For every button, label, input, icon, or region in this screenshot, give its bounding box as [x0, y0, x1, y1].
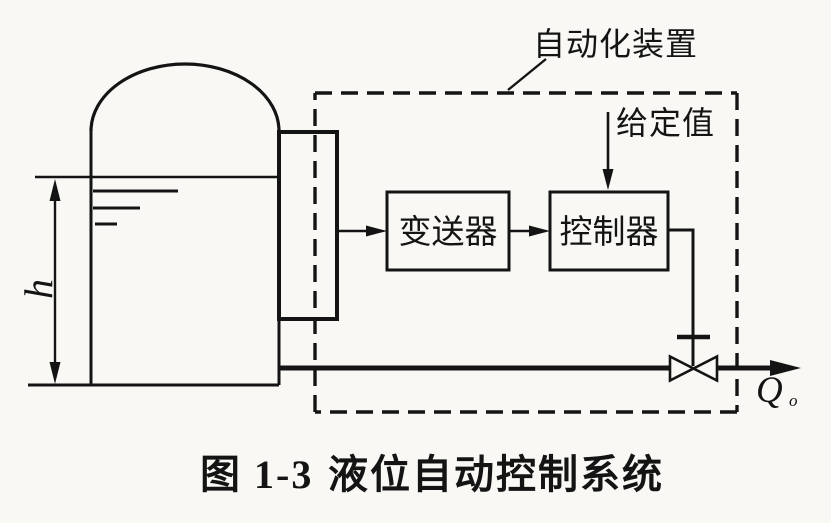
outlet-pipe [279, 360, 801, 376]
setpoint-arrow [602, 112, 614, 190]
automation-label-leader-line [507, 58, 547, 91]
tank [28, 62, 281, 387]
arrow-down-icon [49, 362, 61, 384]
control-valve [668, 354, 719, 383]
figure-caption-title: 液位自动控制系统 [328, 452, 664, 497]
controller-label: 控制器 [560, 213, 659, 250]
controller-output-line [668, 228, 695, 366]
level-height-label: h [16, 279, 61, 299]
liquid-level [35, 175, 279, 226]
outflow-subscript: o [789, 391, 798, 410]
arrow-right-icon [529, 225, 550, 237]
level-sensor [277, 130, 339, 321]
valve-right-triangle [690, 354, 719, 383]
level-height-dimension: h [16, 179, 61, 384]
outflow-symbol: Q [756, 370, 783, 411]
transmitter-label: 变送器 [399, 213, 498, 250]
figure-caption: 图 1-3 液位自动控制系统 [200, 452, 664, 497]
outflow-label: Q o [756, 370, 798, 411]
signal-arrow-transmitter-to-controller [509, 225, 550, 237]
setpoint-label: 给定值 [616, 105, 715, 141]
valve-left-triangle [668, 354, 697, 383]
tank-dome [89, 62, 281, 132]
signal-arrow-sensor-to-transmitter [337, 225, 387, 237]
flow-arrow-icon [770, 360, 801, 376]
arrow-up-icon [49, 179, 61, 201]
figure-caption-number: 图 1-3 [200, 452, 313, 497]
arrow-right-icon [366, 225, 387, 237]
automation-boundary [313, 91, 739, 414]
arrow-down-icon [602, 169, 614, 190]
automation-device-label: 自动化装置 [533, 26, 698, 62]
